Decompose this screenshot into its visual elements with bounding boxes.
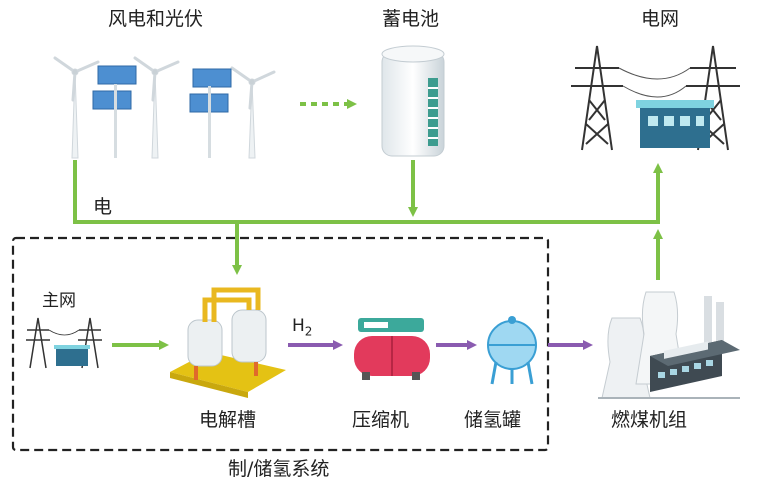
substation-icon: [636, 100, 714, 148]
battery-icon: [381, 45, 445, 157]
solar-panel-icon: [92, 65, 137, 158]
hydrogen-tank-icon: [487, 316, 537, 385]
renewables-label: 风电和光伏: [108, 8, 204, 30]
wind-turbine-icon: [53, 56, 100, 159]
compressor-label: 压缩机: [352, 409, 410, 431]
power-flow-lines: [73, 160, 663, 350]
electrolyzer-label: 电解槽: [199, 409, 257, 431]
main-grid-substation-icon: [54, 345, 90, 366]
wind-turbine-icon: [133, 56, 180, 159]
wind-turbine-icon: [230, 66, 276, 159]
battery-label: 蓄电池: [382, 8, 440, 30]
power-line: [618, 67, 691, 98]
hydrogen-label: H2: [292, 316, 313, 339]
storage-tank-label: 储氢罐: [464, 409, 522, 431]
grid-label: 电网: [641, 8, 680, 30]
hydrogen-symbol: H: [292, 316, 305, 336]
main-grid-label: 主网: [42, 291, 76, 311]
electrolyzer-icon: [170, 287, 286, 398]
hydrogen-subscript: 2: [304, 324, 313, 339]
system-name-label: 制/储氢系统: [228, 458, 330, 480]
compressor-icon: [354, 318, 430, 380]
solar-panel-icon: [189, 68, 232, 158]
electricity-label: 电: [93, 196, 113, 218]
coal-plant-icon: [598, 291, 740, 399]
power-pylon-icon: [571, 45, 623, 151]
coal-plant-label: 燃煤机组: [611, 409, 688, 431]
main-grid-icon: [26, 317, 102, 369]
